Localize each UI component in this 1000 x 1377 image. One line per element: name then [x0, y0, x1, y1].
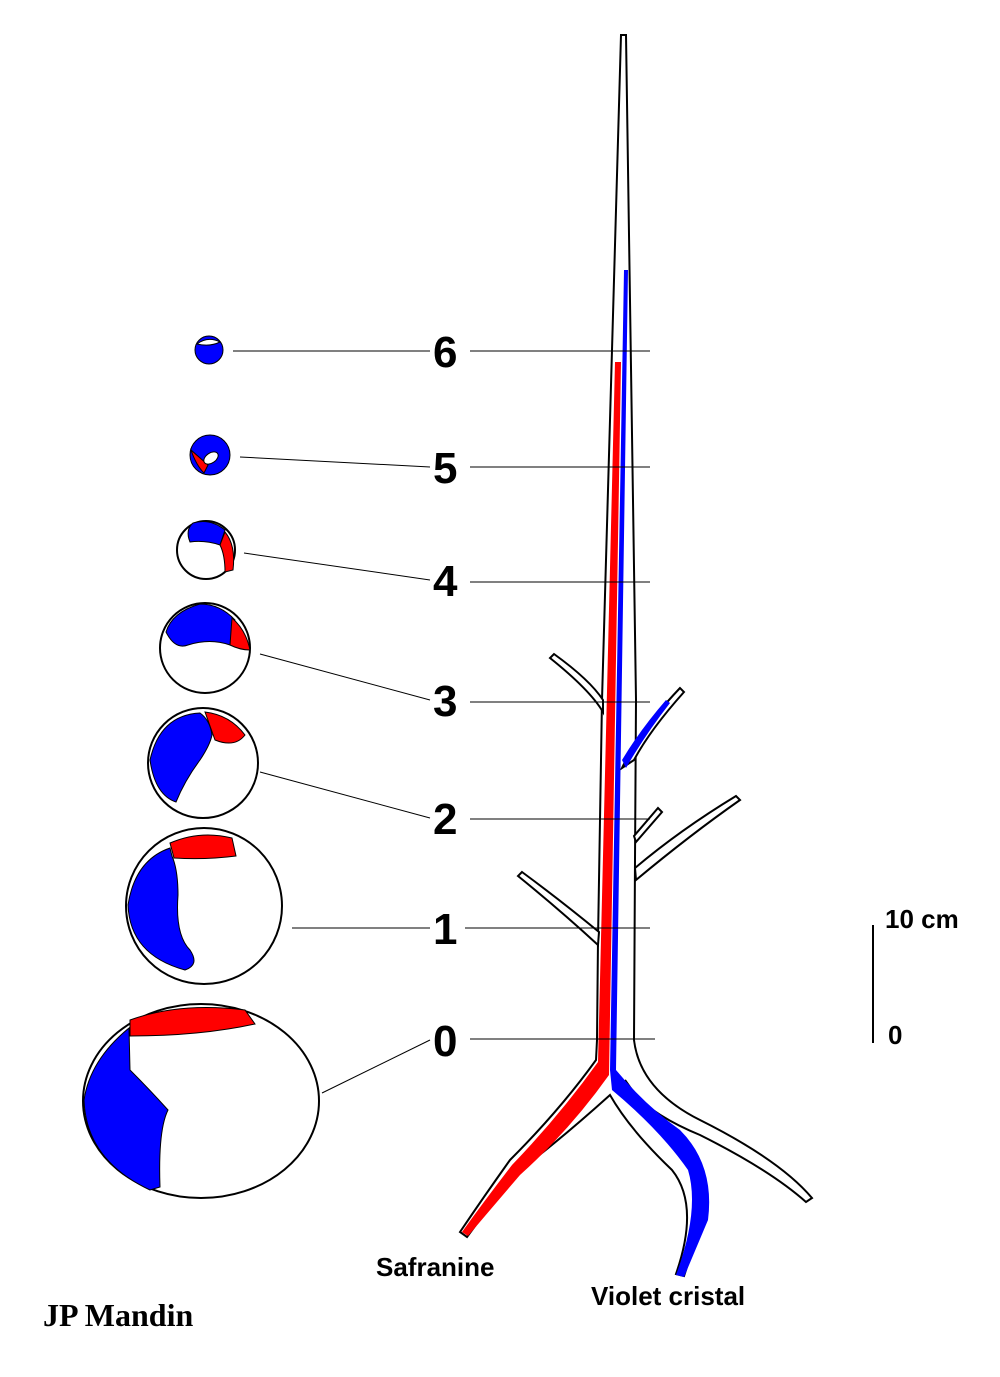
branch-right-small — [632, 806, 664, 844]
level-label-5: 5 — [433, 444, 457, 493]
cross-section-5 — [189, 434, 231, 476]
cross-section-2 — [147, 707, 259, 819]
safranine-label: Safranine — [376, 1252, 495, 1282]
level-label-3: 3 — [433, 677, 457, 726]
cross-section-0 — [82, 1003, 320, 1199]
scale-top-label: 10 cm — [885, 904, 959, 934]
level-label-1: 1 — [433, 905, 457, 954]
cross-section-3 — [159, 602, 251, 694]
cross-section-4 — [176, 520, 236, 580]
level-label-0: 0 — [433, 1017, 457, 1066]
level-label-4: 4 — [433, 557, 458, 606]
violet-streak — [610, 270, 710, 1277]
branch-right-lower — [633, 794, 742, 882]
branch-left-lower — [516, 870, 601, 948]
violet-cristal-label: Violet cristal — [591, 1281, 745, 1311]
tree-trunk — [458, 34, 814, 1278]
level-lines — [233, 350, 655, 1094]
scale-bottom-label: 0 — [888, 1020, 902, 1050]
cross-section-1 — [125, 827, 283, 985]
violet-branch-streak — [622, 700, 670, 768]
level-label-6: 6 — [433, 328, 457, 377]
author-signature: JP Mandin — [43, 1297, 193, 1333]
branch-left-upper — [548, 652, 604, 716]
level-label-2: 2 — [433, 795, 457, 844]
cross-section-6 — [194, 335, 224, 365]
